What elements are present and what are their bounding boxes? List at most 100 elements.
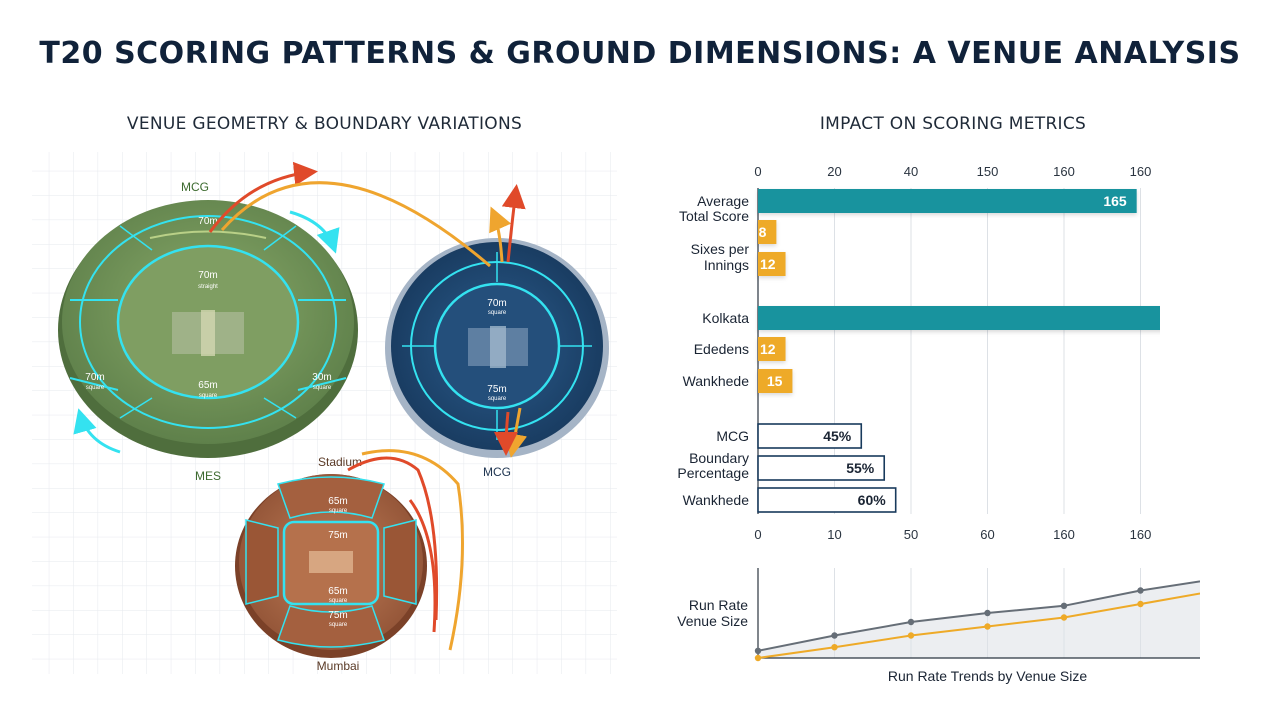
area-fill xyxy=(758,581,1200,658)
distance-mark-sub: straight xyxy=(198,284,218,290)
distance-mark: 30m xyxy=(312,372,331,383)
grid-background xyxy=(32,152,617,674)
boundary-arrow xyxy=(289,210,340,254)
venue-green: MCG MES 70m 70m straight 65m square 70m … xyxy=(58,180,358,483)
x-tick-top: 150 xyxy=(977,164,999,179)
category-label: Percentage xyxy=(677,465,749,481)
venue-brown: Stadium Mumbai 65m square 75m 65m square… xyxy=(235,449,464,673)
distance-mark: 75m xyxy=(328,610,347,621)
data-point xyxy=(907,632,915,639)
line-chart-title: Run Rate Trends by Venue Size xyxy=(888,668,1087,684)
category-label: Innings xyxy=(704,257,749,273)
boundary-arrow xyxy=(408,499,437,633)
distance-mark: 65m xyxy=(328,496,347,507)
x-tick-top: 160 xyxy=(1053,164,1075,179)
y-axis-label: Run Rate xyxy=(689,597,748,613)
data-point xyxy=(754,654,762,662)
bar xyxy=(757,487,897,513)
data-point xyxy=(1137,600,1144,608)
distance-mark: 70m xyxy=(487,298,506,309)
data-point xyxy=(754,647,762,654)
distance-mark: 65m xyxy=(328,586,347,597)
distance-mark-sub: square xyxy=(488,310,507,316)
distance-mark: 75m xyxy=(328,530,347,541)
bar xyxy=(758,337,786,361)
bar xyxy=(758,252,786,276)
venue-green-label-bottom: MES xyxy=(195,469,221,483)
distance-mark-sub: square xyxy=(329,622,348,628)
venue-panel-title: VENUE GEOMETRY & BOUNDARY VARIATIONS xyxy=(126,114,523,134)
data-label: 15 xyxy=(767,373,783,389)
data-point xyxy=(907,618,915,626)
category-label: Ededens xyxy=(694,341,749,357)
venue-blue-label-bottom: MCG xyxy=(483,465,511,479)
data-label: 12 xyxy=(760,341,776,357)
x-tick-bottom: 10 xyxy=(827,527,841,542)
boundary-arrow xyxy=(503,407,528,458)
boundary-arrow xyxy=(361,449,464,651)
venue-blue: MCG 70m square 75m square xyxy=(385,184,609,479)
category-label: Total Score xyxy=(679,208,749,224)
bar xyxy=(757,455,886,481)
bar xyxy=(758,220,777,244)
x-tick-bottom: 160 xyxy=(1130,527,1152,542)
bar xyxy=(757,423,863,449)
distance-mark: 70m xyxy=(198,270,217,281)
data-point xyxy=(1060,614,1068,621)
category-label: Kolkata xyxy=(702,310,749,326)
metrics-panel-title: IMPACT ON SCORING METRICS xyxy=(819,114,1087,134)
category-label: Average xyxy=(697,193,749,209)
x-tick-bottom: 50 xyxy=(904,527,918,542)
data-point xyxy=(1137,587,1144,594)
category-label: Boundary xyxy=(689,450,749,466)
distance-mark-sub: square xyxy=(329,598,348,604)
x-tick-bottom: 160 xyxy=(1053,527,1075,542)
data-label: 45% xyxy=(823,428,852,444)
category-label: Wankhede xyxy=(683,373,750,389)
category-label: Wankhede xyxy=(683,492,750,508)
data-label: 8 xyxy=(759,224,767,240)
boundary-arrow xyxy=(73,408,121,454)
venue-green-label-top: MCG xyxy=(181,180,209,194)
boundary-arrow xyxy=(220,181,491,268)
distance-mark-sub: square xyxy=(329,508,348,514)
data-label: 60% xyxy=(858,492,887,508)
distance-mark: 70m xyxy=(85,372,104,383)
venue-brown-label-top: Stadium xyxy=(318,455,362,469)
bar xyxy=(758,369,793,393)
data-label: 165 xyxy=(1103,193,1127,209)
distance-mark-sub: square xyxy=(313,385,332,391)
y-axis-label: Venue Size xyxy=(677,613,748,629)
data-label: 55% xyxy=(846,460,875,476)
distance-mark-sub: square xyxy=(86,385,105,391)
category-label: MCG xyxy=(716,428,749,444)
data-label: 12 xyxy=(760,256,776,272)
distance-mark-sub: square xyxy=(488,396,507,402)
distance-mark: 65m xyxy=(198,380,217,391)
boundary-arrow xyxy=(347,456,439,621)
x-tick-top: 20 xyxy=(827,164,841,179)
data-point xyxy=(831,644,838,651)
distance-mark: 70m xyxy=(198,216,217,227)
page-title: T20 SCORING PATTERNS & GROUND DIMENSIONS… xyxy=(39,36,1241,71)
x-tick-top: 0 xyxy=(754,164,761,179)
distance-mark: 75m xyxy=(487,384,506,395)
bar xyxy=(758,189,1137,213)
category-label: Sixes per xyxy=(691,241,750,257)
x-tick-bottom: 60 xyxy=(980,527,994,542)
x-tick-top: 40 xyxy=(904,164,918,179)
scoring-bar-chart: 0020104050150601601601601602002001658121… xyxy=(677,164,1160,542)
x-tick-bottom: 0 xyxy=(754,527,761,542)
bar xyxy=(758,306,1160,330)
distance-mark-sub: square xyxy=(199,393,218,399)
data-point xyxy=(1060,602,1068,609)
boundary-arrow xyxy=(494,411,519,456)
venue-brown-label-bottom: Mumbai xyxy=(317,659,360,673)
boundary-arrow xyxy=(489,206,512,263)
boundary-arrow xyxy=(501,184,526,263)
data-point xyxy=(831,632,838,639)
x-tick-top: 160 xyxy=(1130,164,1152,179)
data-point xyxy=(984,623,991,630)
data-point xyxy=(984,609,991,617)
